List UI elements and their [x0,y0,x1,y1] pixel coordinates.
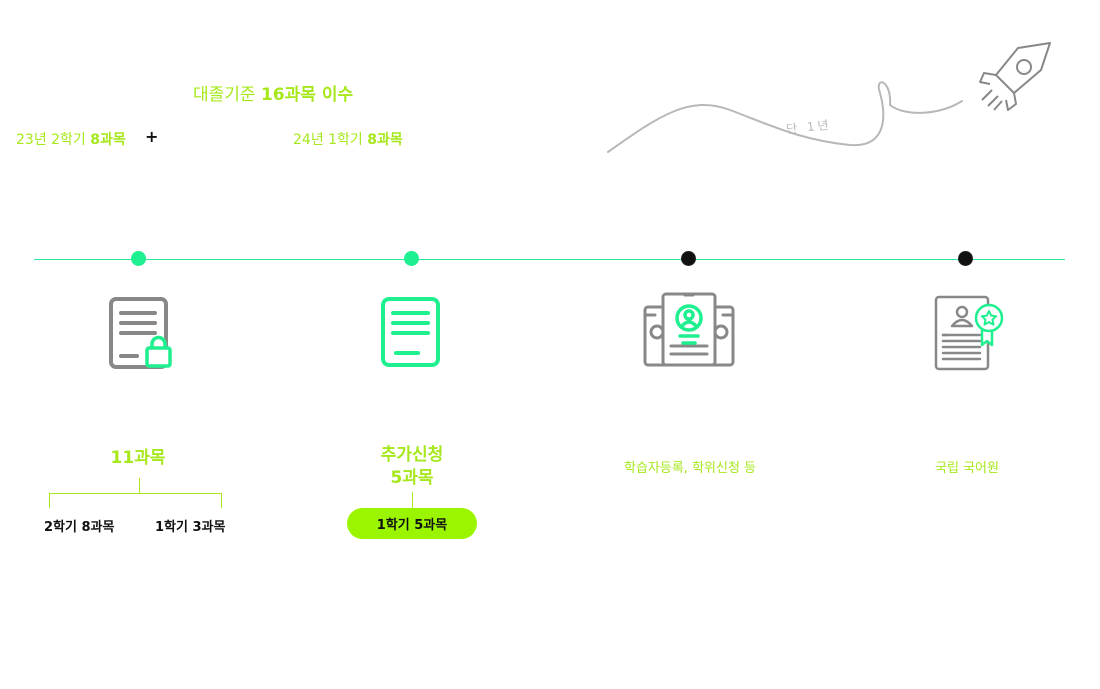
step-1-sub-right: 1학기 3과목 [155,520,226,535]
plus-sign: + [145,127,159,146]
semester-2-label: 24년 1학기 8과목 [293,129,403,149]
headline-bold: 16과목 이수 [260,85,354,105]
step-2-title: 추가신청 5과목 [362,444,462,490]
step-3-label: 학습자등록, 학위신청 등 [624,461,756,476]
certificate-resume-icon [934,295,1004,371]
flight-path-line [607,81,963,153]
timeline-dot-2 [404,251,419,266]
step-2-connector [412,492,413,508]
semester-1-prefix: 23년 2학기 [16,132,91,148]
headline-prefix: 대졸기준 [193,85,261,105]
document-icon [381,297,440,367]
document-lock-icon [109,297,172,369]
timeline-dot-1 [131,251,146,266]
step-2-title-line-2: 5과목 [390,468,434,488]
step-1-bracket-right [221,493,222,508]
semester-1-bold: 8과목 [90,132,126,148]
step-1-bracket-left [49,493,50,508]
step-2-title-line-1: 추가신청 [380,445,444,465]
rocket-flight-path [607,42,1051,153]
rocket-icon [979,42,1051,111]
timeline-line [34,259,1065,260]
headline: 대졸기준 16과목 이수 [193,80,353,105]
semester-2-prefix: 24년 1학기 [293,132,368,148]
timeline-dot-3 [681,251,696,266]
step-1-title: 11과목 [110,448,166,468]
timeline-dot-4 [958,251,973,266]
step-1-bracket-bar [49,493,222,494]
semester-2-bold: 8과목 [367,132,403,148]
id-card-registration-icon [643,292,735,367]
step-2-pill: 1학기 5과목 [347,508,477,539]
step-4-label: 국립 국어원 [935,461,999,476]
step-1-bracket-stem [139,478,140,493]
semester-1-label: 23년 2학기 8과목 [16,129,126,149]
step-1-sub-left: 2학기 8과목 [44,520,115,535]
